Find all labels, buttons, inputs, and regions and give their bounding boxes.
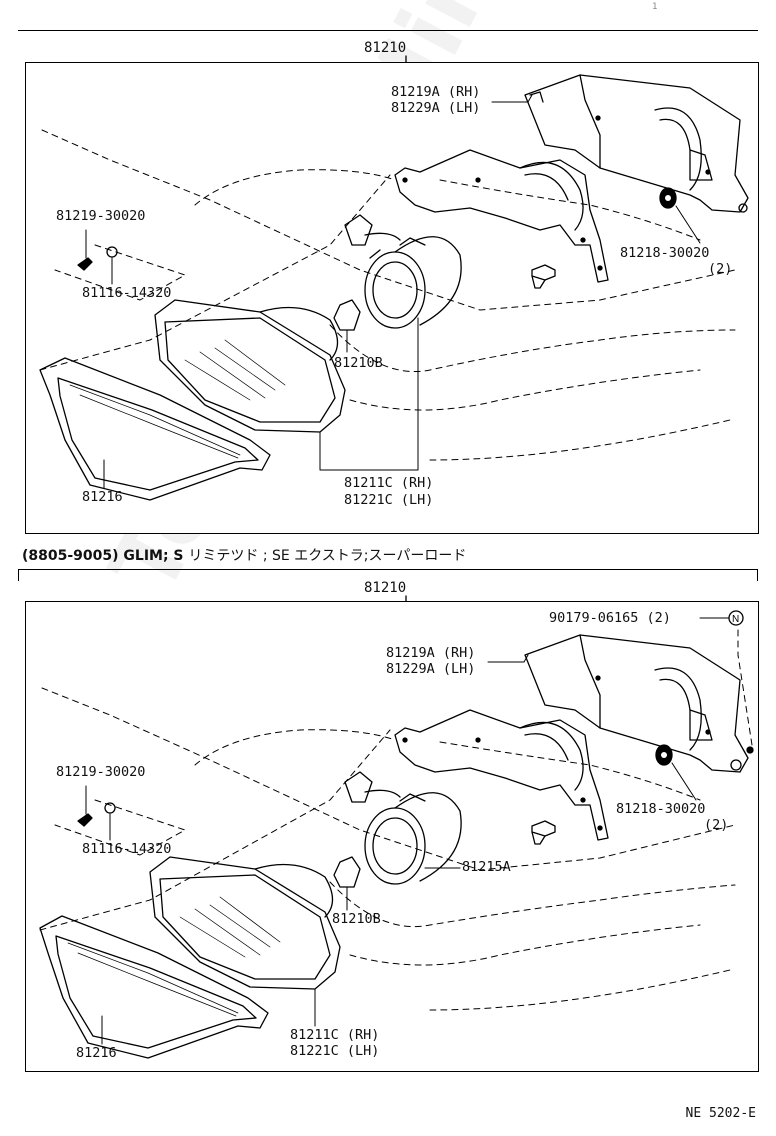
bottom-screw: [77, 785, 93, 827]
bottom-drawing: N: [39, 595, 754, 1059]
top-rear-bracket: [524, 74, 749, 213]
top-label-bracket-rh: 81219A (RH): [391, 84, 481, 100]
bottom-label-bracket-lh: 81229A (LH): [386, 661, 476, 677]
top-front-bracket: [394, 149, 609, 283]
top-bezel: [39, 357, 271, 501]
top-bulb: [333, 299, 361, 353]
bottom-bulb: [333, 856, 361, 911]
mid-header-rule: [18, 569, 758, 570]
top-label-washer: 81218-30020: [620, 245, 710, 261]
bottom-assembly-label: 81210: [364, 580, 407, 596]
bottom-label-bracket-rh: 81219A (RH): [386, 645, 476, 661]
bottom-diagram-panel: [25, 601, 759, 1072]
top-label-bulb: 81210B: [334, 355, 383, 371]
bottom-bolt-marker: N: [699, 610, 744, 626]
top-body-outline: [39, 129, 736, 461]
bottom-label-washer: 81218-30020: [616, 801, 706, 817]
bottom-connector: [344, 771, 401, 803]
bottom-label-socket: 81215A: [462, 859, 511, 875]
top-label-bezel: 81216: [82, 489, 123, 505]
bottom-bezel: [39, 915, 269, 1059]
bottom-socket-ring: [364, 792, 462, 885]
top-connector: [344, 214, 401, 246]
top-bolt: [531, 264, 556, 289]
svg-text:N: N: [732, 614, 739, 625]
bottom-front-bracket: [394, 709, 609, 841]
top-label-lens-rh: 81211C (RH): [344, 475, 434, 491]
section-note-code: (8805-9005) GLIM; S: [22, 548, 184, 564]
bottom-rear-bracket: [524, 634, 754, 773]
top-label-washer-qty: (2): [708, 261, 733, 277]
section-note-jp: リミテツド ; SE エクストラ;スーパーロード: [188, 548, 467, 564]
top-screw: [77, 229, 93, 271]
top-label-lens-lh: 81221C (LH): [344, 492, 434, 508]
bottom-label-lens-rh: 81211C (RH): [290, 1027, 380, 1043]
top-label-nut: 81116-14320: [82, 285, 172, 301]
top-socket-ring: [364, 236, 462, 329]
top-lens-housing: [154, 299, 419, 471]
bottom-label-lens-lh: 81221C (LH): [290, 1043, 380, 1059]
top-nut: [106, 246, 118, 285]
bottom-label-bolt: 90179-06165 (2): [549, 610, 671, 626]
top-label-screw: 81219-30020: [56, 208, 146, 224]
bottom-nut: [104, 802, 116, 841]
bottom-label-washer-qty: (2): [704, 817, 729, 833]
bottom-label-nut: 81116-14320: [82, 841, 172, 857]
bottom-label-bezel: 81216: [76, 1045, 117, 1061]
page-number: 1: [652, 2, 658, 12]
bottom-label-bulb: 81210B: [332, 911, 381, 927]
bottom-body-outline: [39, 629, 753, 1011]
top-drawing: [39, 55, 749, 501]
section-note: (8805-9005) GLIM; S リミテツド ; SE エクストラ;スーパ…: [22, 545, 466, 565]
top-diagram-panel: [25, 62, 759, 534]
bottom-bolt: [531, 820, 556, 845]
mid-rule-tick-right: [757, 569, 758, 581]
mid-rule-tick-left: [18, 569, 19, 581]
top-assembly-label: 81210: [364, 40, 407, 56]
bottom-label-screw: 81219-30020: [56, 764, 146, 780]
top-label-bracket-lh: 81229A (LH): [391, 100, 481, 116]
top-header-rule: [18, 30, 758, 31]
bottom-lens-housing: [149, 856, 341, 1027]
figure-code: NE 5202-E: [685, 1106, 756, 1121]
